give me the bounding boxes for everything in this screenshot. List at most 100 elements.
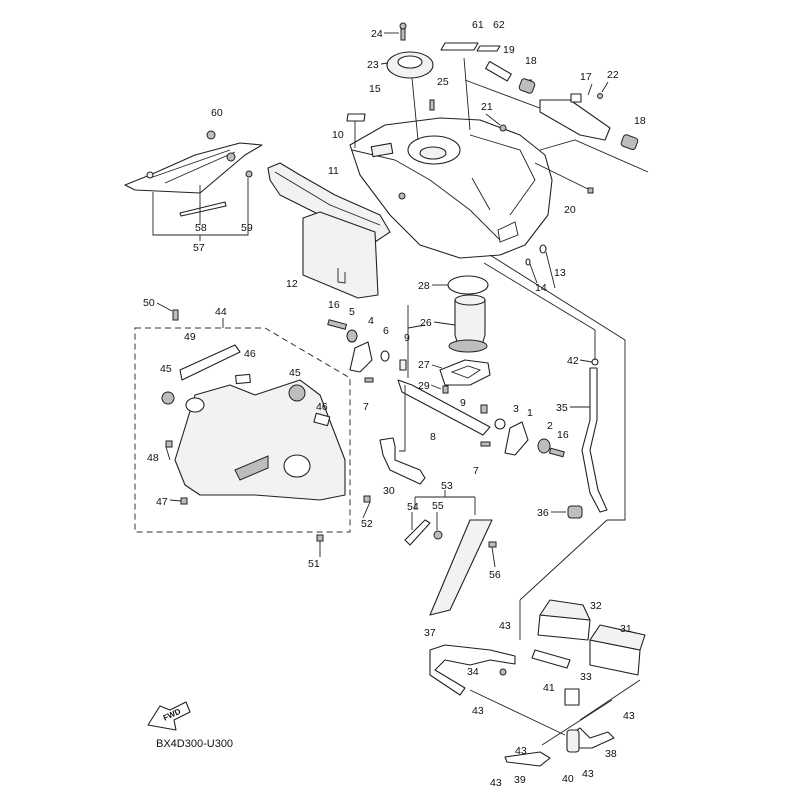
callout-54: 54 — [407, 501, 419, 513]
hose-30 — [379, 437, 426, 485]
forward-direction-icon: FWD — [147, 701, 191, 731]
callout-38: 38 — [605, 748, 617, 760]
label-61 — [440, 42, 479, 51]
drawing-code: BX4D300-U300 — [156, 738, 234, 750]
bolt-29 — [442, 385, 449, 394]
callout-49: 49 — [184, 331, 196, 343]
tank-cover-assembly-box — [134, 327, 351, 533]
bracket-33 — [531, 649, 571, 669]
callout-12: 12 — [286, 278, 298, 290]
callout-22: 22 — [607, 69, 619, 81]
callout-56: 56 — [489, 569, 501, 581]
grommet-36 — [567, 505, 583, 519]
side-cover-assembly — [124, 130, 263, 241]
callout-18a: 18 — [525, 55, 537, 67]
callout-10: 10 — [332, 129, 344, 141]
hose-37 — [429, 644, 516, 696]
callout-40: 40 — [562, 773, 574, 785]
callout-44: 44 — [215, 306, 227, 318]
trim-strip — [179, 201, 227, 217]
callout-7a: 7 — [363, 401, 369, 413]
callout-13: 13 — [554, 267, 566, 279]
grommet — [206, 130, 216, 140]
callout-43a: 43 — [499, 620, 511, 632]
callout-29: 29 — [418, 380, 430, 392]
callout-14: 14 — [535, 282, 547, 294]
label-62 — [476, 45, 501, 52]
fuel-tank — [349, 117, 553, 259]
fuel-pump — [448, 294, 488, 353]
callout-39: 39 — [514, 774, 526, 786]
callout-45a: 45 — [160, 363, 172, 375]
callout-9a: 9 — [404, 332, 410, 344]
leader-lines — [156, 32, 609, 568]
callout-28: 28 — [418, 280, 430, 292]
callout-34: 34 — [467, 666, 479, 678]
clip-48 — [165, 440, 173, 448]
callout-6: 6 — [383, 325, 389, 337]
callout-23: 23 — [367, 59, 379, 71]
callout-16b: 16 — [557, 429, 569, 441]
callout-20: 20 — [564, 204, 576, 216]
callout-37: 37 — [424, 627, 436, 639]
callout-55: 55 — [432, 500, 444, 512]
pump-gasket — [439, 359, 491, 386]
callout-59: 59 — [241, 222, 253, 234]
callout-43c: 43 — [623, 710, 635, 722]
callout-5: 5 — [349, 306, 355, 318]
evap-canister-assembly — [429, 519, 646, 767]
emblem-45b — [288, 384, 306, 402]
tank-cover — [161, 309, 371, 542]
callout-43f: 43 — [490, 777, 502, 789]
front-mount-assembly — [327, 305, 565, 458]
cap-bolt — [399, 22, 407, 41]
callout-15: 15 — [369, 83, 381, 95]
callout-8: 8 — [430, 431, 436, 443]
callout-36: 36 — [537, 507, 549, 519]
callout-52: 52 — [361, 518, 373, 530]
callout-60: 60 — [211, 107, 223, 119]
emblem-plate-49 — [179, 344, 241, 381]
o-ring — [447, 275, 489, 295]
callout-7b: 7 — [473, 465, 479, 477]
callout-32: 32 — [590, 600, 602, 612]
hose-35 — [581, 367, 608, 513]
screw-25 — [429, 99, 435, 111]
callout-42: 42 — [567, 355, 579, 367]
label-15 — [346, 113, 366, 122]
valve-40 — [566, 729, 580, 753]
callout-3: 3 — [513, 403, 519, 415]
callout-58: 58 — [195, 222, 207, 234]
filler-cap — [386, 51, 434, 141]
bolt-50 — [172, 309, 179, 321]
callout-17: 17 — [580, 71, 592, 83]
callout-18b: 18 — [634, 115, 646, 127]
callout-50: 50 — [143, 297, 155, 309]
callout-47: 47 — [156, 496, 168, 508]
callout-43d: 43 — [515, 745, 527, 757]
callout-1: 1 — [527, 407, 533, 419]
callout-41: 41 — [543, 682, 555, 694]
hose-39 — [504, 751, 551, 767]
callout-45b: 45 — [289, 367, 301, 379]
nut-51 — [316, 534, 324, 542]
cross-rod — [397, 379, 491, 436]
callout-labels: 1 2 3 4 5 6 7 7 8 9 9 10 11 12 13 14 15 … — [143, 19, 646, 789]
callout-57: 57 — [193, 242, 205, 254]
callout-4: 4 — [368, 315, 374, 327]
callout-16a: 16 — [328, 299, 340, 311]
callout-43e: 43 — [582, 768, 594, 780]
emblem-45a — [161, 391, 175, 405]
side-trim-assembly — [404, 490, 497, 616]
callout-53: 53 — [441, 480, 453, 492]
callout-51: 51 — [308, 558, 320, 570]
callout-35: 35 — [556, 402, 568, 414]
callout-19: 19 — [503, 44, 515, 56]
screw-52 — [363, 495, 371, 503]
callout-2: 2 — [547, 420, 553, 432]
screw-47 — [180, 497, 188, 505]
callout-24: 24 — [371, 28, 383, 40]
callout-25: 25 — [437, 76, 449, 88]
callout-27: 27 — [418, 359, 430, 371]
